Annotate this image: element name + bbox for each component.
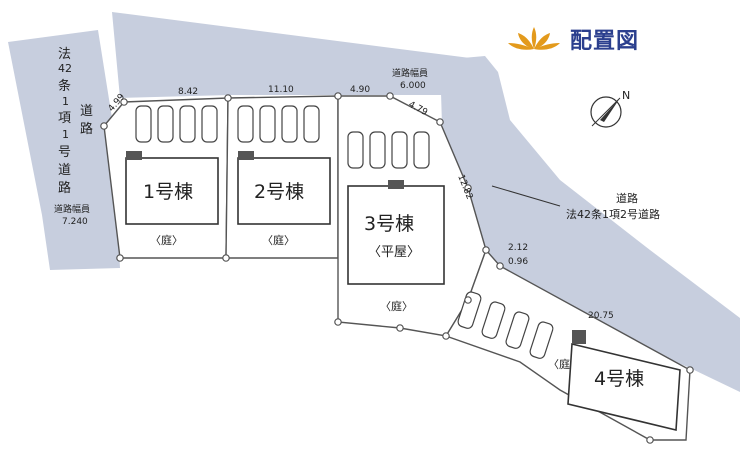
dim-d9: 20.75 xyxy=(588,311,614,321)
entry-markers xyxy=(126,151,586,344)
title-block: 配置図 xyxy=(506,22,639,56)
left-road-char-1: 42 xyxy=(58,62,72,75)
left-road-char-6: 号 xyxy=(58,145,71,160)
lot-3-sub: 〈平屋〉 xyxy=(368,245,420,260)
dim-d2: 8.42 xyxy=(178,87,198,97)
road-left xyxy=(8,30,120,270)
left-road-label: 法 42 条 1 項 1 号 道 路 道 路 xyxy=(58,47,93,196)
right-road-label-line1: 道路 xyxy=(616,191,638,205)
left-road-char-3: 1 xyxy=(62,95,69,108)
page-title: 配置図 xyxy=(570,29,640,54)
left-road-width-value: 7.240 xyxy=(62,217,88,227)
road-right xyxy=(440,56,740,392)
house-1 xyxy=(125,157,219,225)
left-road-char-8: 路 xyxy=(58,180,71,196)
lotus-logo-icon xyxy=(508,27,560,50)
lot-4-name: 4号棟 xyxy=(594,368,644,390)
left-road-char-7: 道 xyxy=(58,163,71,178)
left-road-width-label: 道路幅員 xyxy=(54,203,90,215)
dim-d8: 0.96 xyxy=(508,257,528,267)
lot-4-garden: 〈庭 xyxy=(548,357,570,371)
parking-lot-2 xyxy=(237,105,320,143)
parking-lot-1 xyxy=(135,105,218,143)
left-road-char-dao: 道 xyxy=(80,104,93,119)
left-road-char-2: 条 xyxy=(58,78,71,94)
right-road-label-line2: 法42条1項2号道路 xyxy=(566,207,660,221)
house-3 xyxy=(347,185,445,285)
dim-d7: 2.12 xyxy=(508,243,528,253)
left-road-char-4: 項 xyxy=(58,111,71,126)
lot-2-garden: 〈庭〉 xyxy=(262,233,295,247)
top-road-width-label: 道路幅員 xyxy=(392,67,428,79)
house-4 xyxy=(567,343,681,431)
dim-d4: 4.90 xyxy=(350,85,370,95)
lot-2-name: 2号棟 xyxy=(254,181,304,203)
road-label-leader xyxy=(491,185,561,207)
parking-lot-4 xyxy=(457,291,554,359)
parking-lot-3 xyxy=(347,131,430,169)
boundary-posts xyxy=(100,92,694,444)
top-road-width-value: 6.000 xyxy=(400,81,426,91)
dim-d3: 11.10 xyxy=(268,85,294,95)
left-road-char-5: 1 xyxy=(62,128,69,141)
lot-1-garden: 〈庭〉 xyxy=(150,233,183,247)
left-road-char-0: 法 xyxy=(58,47,71,62)
road-top xyxy=(112,12,478,98)
lot-1-name: 1号棟 xyxy=(143,181,193,203)
house-2 xyxy=(237,157,331,225)
compass: N xyxy=(590,89,630,128)
lot-3-garden: 〈庭〉 xyxy=(380,299,413,313)
compass-north-label: N xyxy=(622,89,630,102)
lot-3-name: 3号棟 xyxy=(364,213,414,235)
left-road-char-ro: 路 xyxy=(80,121,93,137)
